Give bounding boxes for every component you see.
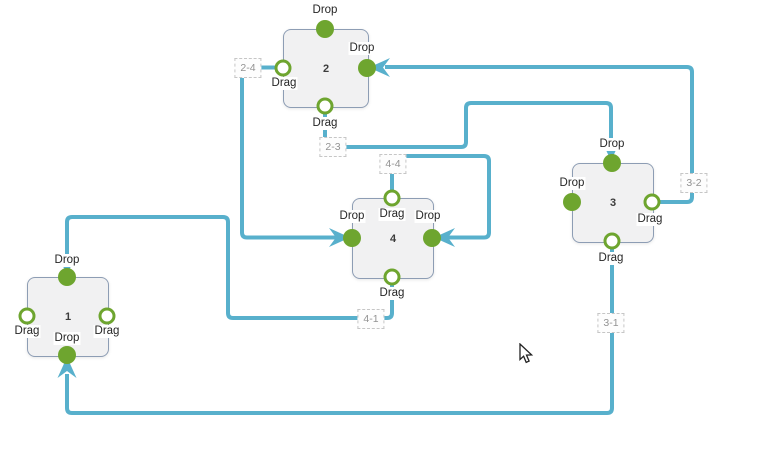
node-2[interactable]: 2 <box>283 29 369 108</box>
port-label: Drop <box>598 138 626 151</box>
port-label: Drag <box>311 117 339 130</box>
port-label: Drop <box>558 177 586 190</box>
node-3-label: 3 <box>609 197 617 209</box>
node-4-port-top-drag[interactable] <box>383 189 401 207</box>
port-label: Drop <box>53 254 81 267</box>
node-4-port-right-drop[interactable] <box>423 228 441 247</box>
port-label: Drag <box>378 208 406 221</box>
node-2-port-left-drag[interactable] <box>274 59 292 76</box>
port-label: Drag <box>270 77 298 90</box>
node-1-label: 1 <box>64 311 72 323</box>
node-4-port-left-drop[interactable] <box>343 228 361 247</box>
node-1-port-left-drag[interactable] <box>18 307 36 325</box>
node-3-port-top-drop[interactable] <box>603 154 621 172</box>
port-label: Drop <box>338 210 366 223</box>
node-1-port-right-drag[interactable] <box>98 307 116 325</box>
edge-2-3[interactable] <box>323 101 621 161</box>
arrowhead-left-icon <box>369 58 390 77</box>
node-1[interactable]: 1 <box>27 277 109 357</box>
node-3-port-right-drag[interactable] <box>643 193 661 211</box>
edge-label-3-2[interactable]: 3-2 <box>680 173 708 193</box>
node-2-port-bottom-drag[interactable] <box>316 97 334 115</box>
edge-label-2-3[interactable]: 2-3 <box>319 137 347 157</box>
node-2-label: 2 <box>322 62 330 75</box>
node-2-port-right-drop[interactable] <box>358 58 376 77</box>
node-1-port-bottom-drop[interactable] <box>58 346 76 364</box>
edge-label-2-4[interactable]: 2-4 <box>234 58 262 78</box>
node-3-port-bottom-drag[interactable] <box>603 232 621 250</box>
port-label: Drop <box>311 4 339 17</box>
edge-label-4-1[interactable]: 4-1 <box>357 309 385 329</box>
node-4-label: 4 <box>389 232 397 245</box>
arrowhead-right-icon <box>329 228 350 247</box>
node-4-port-bottom-drag[interactable] <box>383 268 401 286</box>
mouse-cursor-icon <box>519 343 534 364</box>
port-label: Drop <box>414 210 442 223</box>
node-3-port-left-drop[interactable] <box>563 193 581 211</box>
edge-label-4-4[interactable]: 4-4 <box>379 154 407 174</box>
port-label: Drag <box>13 325 41 338</box>
port-label: Drag <box>597 252 625 265</box>
port-label: Drag <box>636 213 664 226</box>
port-label: Drag <box>378 287 406 300</box>
node-2-port-top-drop[interactable] <box>316 20 334 38</box>
node-3[interactable]: 3 <box>572 163 654 243</box>
edge-3-1[interactable] <box>57 241 614 415</box>
arrowhead-left-icon <box>434 228 455 247</box>
port-label: Drop <box>53 332 81 345</box>
port-label: Drag <box>93 325 121 338</box>
node-1-port-top-drop[interactable] <box>58 268 76 286</box>
edge-3-2[interactable] <box>369 58 694 204</box>
port-label: Drop <box>348 42 376 55</box>
arrowhead-up-icon <box>57 357 77 378</box>
edge-label-3-1[interactable]: 3-1 <box>597 313 625 333</box>
